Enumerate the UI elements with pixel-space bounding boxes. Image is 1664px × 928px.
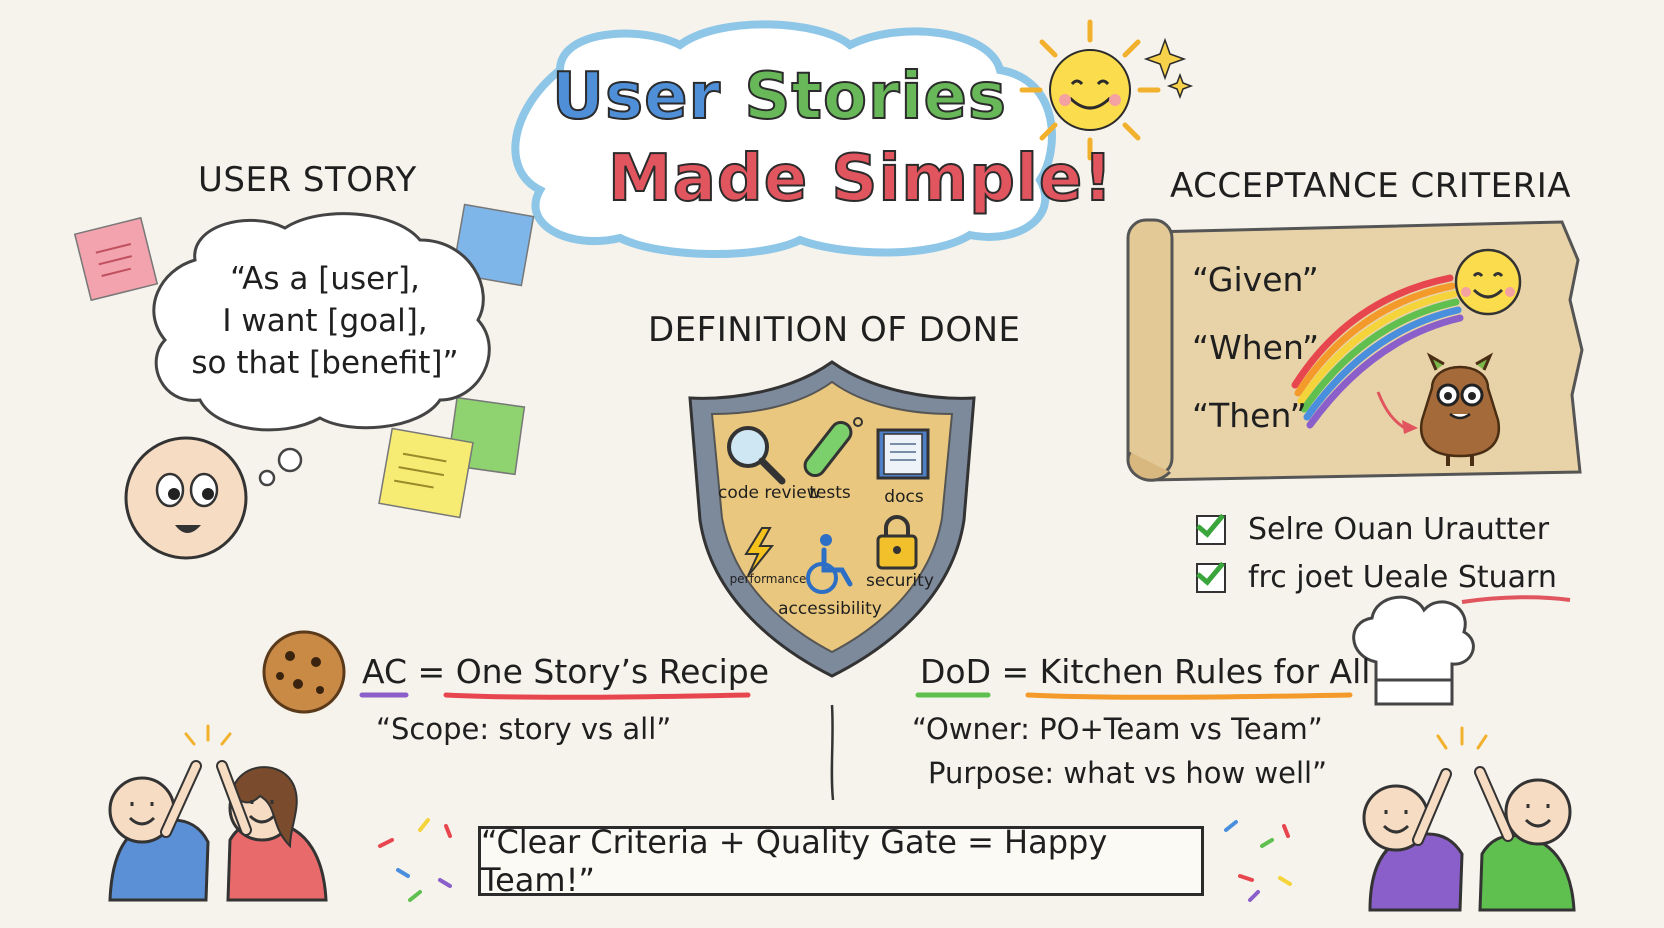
wheelchair-icon bbox=[806, 534, 853, 594]
user-story-heading: USER STORY bbox=[198, 160, 417, 200]
dod-prefix: DoD = bbox=[920, 652, 1030, 691]
user-story-quote-line: so that [benefit]” bbox=[191, 345, 459, 381]
user-story-quote-line: “As a [user], bbox=[230, 261, 420, 297]
scroll-word-given: “Given” bbox=[1192, 260, 1319, 299]
high-five-left-icon bbox=[108, 724, 328, 902]
high-five-right-icon bbox=[1362, 726, 1576, 912]
scroll-word-when: “When” bbox=[1192, 328, 1320, 367]
dod-item-accessibility: accessibility bbox=[778, 599, 882, 619]
definition-of-done-heading: DEFINITION OF DONE bbox=[648, 310, 1021, 350]
ac-equation: AC = One Story’s Recipe bbox=[362, 652, 769, 691]
main-title-line1: User Stories bbox=[551, 59, 1007, 135]
dod-underline-orange bbox=[1025, 692, 1353, 700]
checklist-item-label: Selre Ouan Urautter bbox=[1248, 512, 1550, 547]
dod-item-tests: tests bbox=[809, 483, 851, 503]
sparkle-icon bbox=[1166, 72, 1194, 100]
shield-icon bbox=[688, 360, 976, 678]
sun-icon bbox=[1019, 19, 1161, 161]
ac-text: One Story’s Recipe bbox=[455, 652, 770, 691]
dod-item-performance: performance bbox=[729, 572, 807, 586]
book-icon bbox=[876, 428, 930, 480]
main-title-line2: Made Simple! bbox=[607, 141, 1114, 217]
user-story-cloud bbox=[152, 212, 491, 432]
user-story-quote-line: I want [goal], bbox=[222, 303, 428, 339]
padlock-icon bbox=[876, 515, 918, 570]
smiley-face-icon bbox=[1454, 248, 1522, 316]
dod-item-security: security bbox=[866, 571, 934, 591]
footer-banner-text: “Clear Criteria + Quality Gate = Happy T… bbox=[481, 823, 1108, 899]
dod-subtext-line1: “Owner: PO+Team vs Team” bbox=[912, 712, 1323, 746]
test-tube-icon bbox=[803, 417, 863, 478]
cookie-icon bbox=[262, 630, 346, 714]
center-divider bbox=[830, 704, 835, 801]
title-word-stories: Stories bbox=[743, 59, 1007, 135]
checkbox-checked-icon bbox=[1196, 562, 1226, 593]
dod-text: Kitchen Rules for All bbox=[1039, 652, 1371, 691]
lightning-icon bbox=[744, 527, 775, 577]
title-cloud bbox=[511, 20, 1056, 258]
checklist-item: frc joet Ueale Stuarn bbox=[1196, 560, 1557, 595]
magnifier-icon bbox=[727, 426, 786, 485]
checklist-underline bbox=[1461, 595, 1571, 604]
user-story-quote: “As a [user], I want [goal], so that [be… bbox=[170, 258, 480, 384]
chef-hat-icon bbox=[1352, 595, 1475, 706]
sparkle-icon bbox=[1143, 37, 1187, 81]
ac-underline-red bbox=[443, 692, 751, 700]
monster-icon bbox=[1419, 352, 1501, 466]
acceptance-criteria-heading: ACCEPTANCE CRITERIA bbox=[1170, 166, 1572, 206]
sticky-note-yellow bbox=[378, 427, 474, 519]
arrow-head-icon bbox=[1402, 420, 1418, 434]
dod-item-docs: docs bbox=[884, 487, 924, 507]
footer-banner: “Clear Criteria + Quality Gate = Happy T… bbox=[478, 823, 1204, 899]
checklist-item: Selre Ouan Urautter bbox=[1196, 512, 1549, 547]
checklist-item-label: frc joet Ueale Stuarn bbox=[1248, 560, 1557, 595]
dod-subtext-line2: Purpose: what vs how well” bbox=[928, 756, 1328, 790]
ac-subtext: “Scope: story vs all” bbox=[376, 712, 672, 746]
ac-prefix: AC = bbox=[362, 652, 446, 691]
scroll-word-then: “Then” bbox=[1192, 396, 1307, 435]
checkbox-checked-icon bbox=[1196, 514, 1226, 545]
confetti bbox=[378, 818, 1292, 902]
thinking-face-icon bbox=[124, 436, 248, 560]
dod-item-code-review: code review bbox=[718, 483, 821, 503]
rainbow bbox=[1291, 274, 1464, 429]
title-word-user: User bbox=[551, 59, 722, 135]
dod-equation: DoD = Kitchen Rules for All bbox=[920, 652, 1370, 691]
sticky-note-pink bbox=[73, 216, 159, 302]
